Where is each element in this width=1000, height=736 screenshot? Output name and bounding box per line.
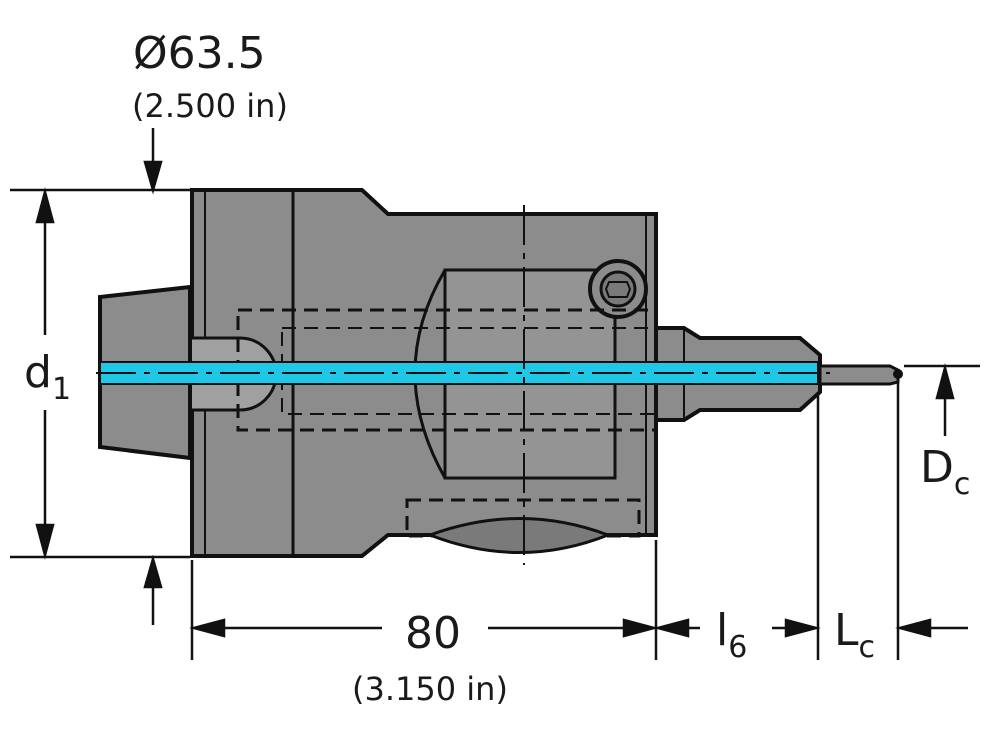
dc-subscript: c (954, 467, 971, 502)
diameter-metric-label: Ø63.5 (133, 28, 266, 79)
d1-arrow-down (35, 523, 55, 560)
l6-arrow-right (784, 618, 821, 638)
len-arrow-right (622, 618, 659, 638)
lc-main: L (834, 605, 859, 656)
dc-main: D (920, 442, 954, 493)
l6-arrow-left (653, 618, 690, 638)
d1-subscript: 1 (52, 372, 71, 407)
cutting-tip (893, 369, 903, 379)
dia-arrow-top-head (143, 160, 163, 195)
diameter-imperial-label: (2.500 in) (132, 87, 288, 125)
lc-subscript: c (859, 630, 876, 665)
internal-bore-inner (281, 327, 657, 415)
lc-arrow-right (895, 618, 932, 638)
length-imperial-label: (3.150 in) (352, 670, 508, 708)
dc-arrow-head (935, 363, 955, 400)
d1-main: d (24, 347, 52, 398)
tool-body (96, 188, 903, 565)
l6-main: l (716, 605, 728, 656)
dc-label: Dc (920, 442, 970, 502)
set-screw (588, 259, 648, 319)
length-metric-label: 80 (405, 608, 461, 659)
bottom-lens (425, 517, 613, 554)
lc-label: Lc (834, 605, 875, 665)
d1-label: d1 (24, 347, 71, 407)
d1-arrow-up (35, 187, 55, 224)
dimension-lines (10, 128, 980, 660)
len-arrow-left (189, 618, 226, 638)
l6-label: l6 (716, 605, 747, 665)
l6-subscript: 6 (728, 630, 747, 665)
dia-arrow-bottom-head (143, 554, 163, 589)
boring-bar (818, 364, 900, 386)
